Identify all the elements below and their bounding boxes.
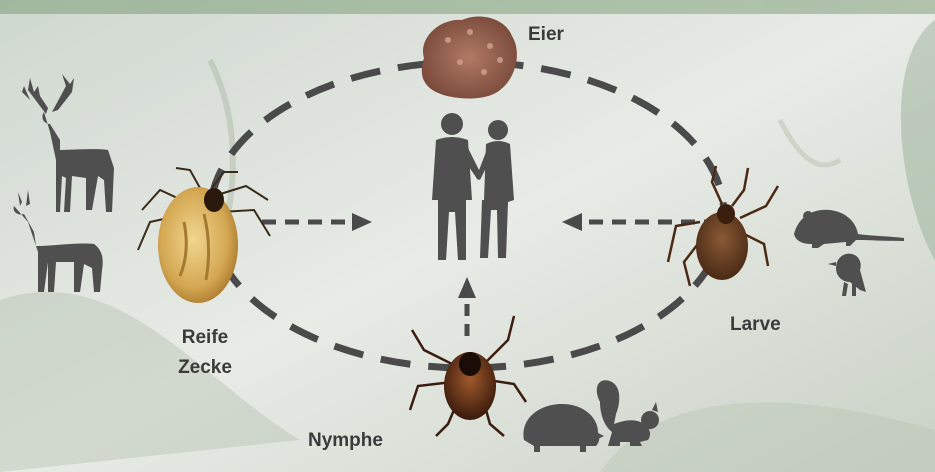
label-adult-tick: Reife Zecke <box>160 323 250 383</box>
label-nymph: Nymphe <box>308 426 383 456</box>
egg-mass-icon <box>422 17 517 99</box>
label-adult-line1: Reife <box>160 323 250 353</box>
label-adult-line2: Zecke <box>160 353 250 383</box>
label-larva: Larve <box>730 310 781 340</box>
label-eggs: Eier <box>528 20 564 50</box>
